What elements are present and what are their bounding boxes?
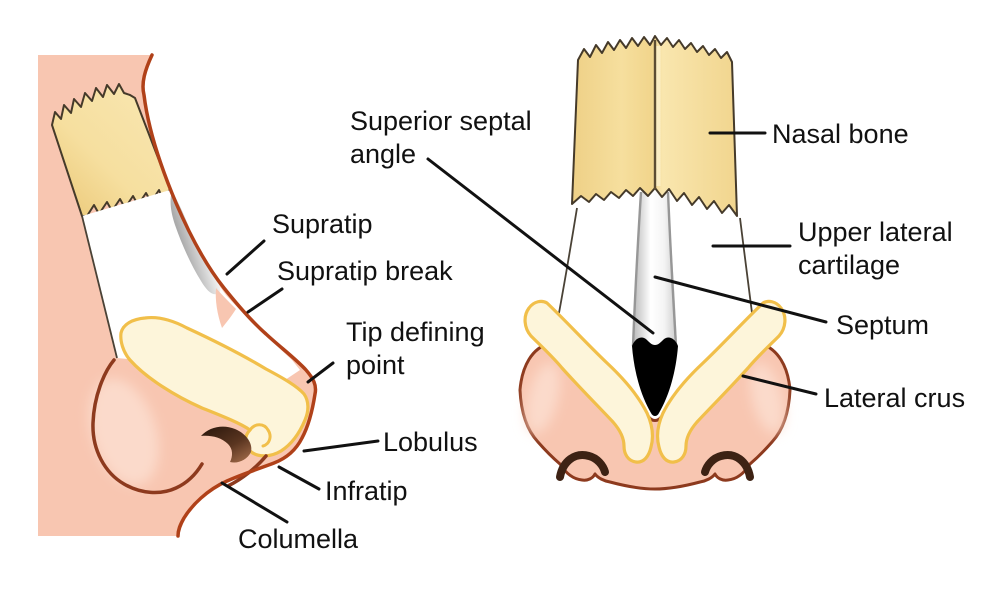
left-nostril — [556, 451, 609, 481]
nostril-shadow — [201, 426, 252, 463]
upper-lateral-cartilage-right-edge — [739, 217, 753, 314]
leader-infratip — [277, 465, 321, 491]
cartilage-curl-line — [248, 423, 272, 448]
leader-septum — [653, 275, 828, 324]
upper-lateral-cartilage-left-edge — [558, 207, 578, 314]
label-supratip: Supratip — [272, 209, 373, 239]
supratip-skin-wedge — [215, 288, 236, 328]
septum-right-edge — [666, 191, 678, 347]
profile-outline — [141, 53, 318, 538]
leader-superior-septal-angle — [426, 157, 655, 335]
septum-left-edge — [631, 191, 643, 347]
right-lateral-crus — [656, 299, 787, 464]
label-infratip: Infratip — [325, 476, 408, 506]
leader-supratip — [225, 239, 266, 276]
label-lateral-crus: Lateral crus — [824, 383, 966, 413]
alar-crease — [91, 358, 204, 495]
label-nasal-bone: Nasal bone — [772, 119, 909, 149]
label-tip-defining-point: Tip defining point — [346, 317, 485, 380]
lateral-view-figure — [38, 53, 318, 538]
label-lobulus: Lobulus — [383, 427, 478, 457]
lobule-cartilage — [119, 315, 310, 458]
frontal-view-figure — [518, 35, 792, 491]
septal-angle-dark-space — [632, 337, 678, 416]
label-columella: Columella — [238, 524, 359, 554]
leader-lobulus — [302, 439, 380, 453]
septum-strip — [633, 192, 677, 346]
left-lateral-crus — [523, 299, 654, 464]
label-supratip-break: Supratip break — [277, 256, 453, 286]
nasal-bone-lateral — [51, 83, 171, 217]
cartilage-edge-line — [81, 215, 118, 359]
label-septum: Septum — [836, 310, 930, 340]
label-superior-septal-angle: Superior septal angle — [350, 106, 532, 169]
leader-lines — [220, 131, 828, 524]
leader-tip-defining-point — [306, 361, 335, 384]
leader-supratip-break — [246, 287, 284, 314]
left-ala-highlight — [526, 362, 560, 434]
leader-columella — [220, 481, 289, 524]
leader-lateral-crus — [741, 374, 818, 396]
label-upper-lateral-cartilage: Upper lateral cartilage — [798, 217, 953, 280]
ala-highlight — [89, 378, 159, 486]
right-nostril — [701, 451, 754, 481]
